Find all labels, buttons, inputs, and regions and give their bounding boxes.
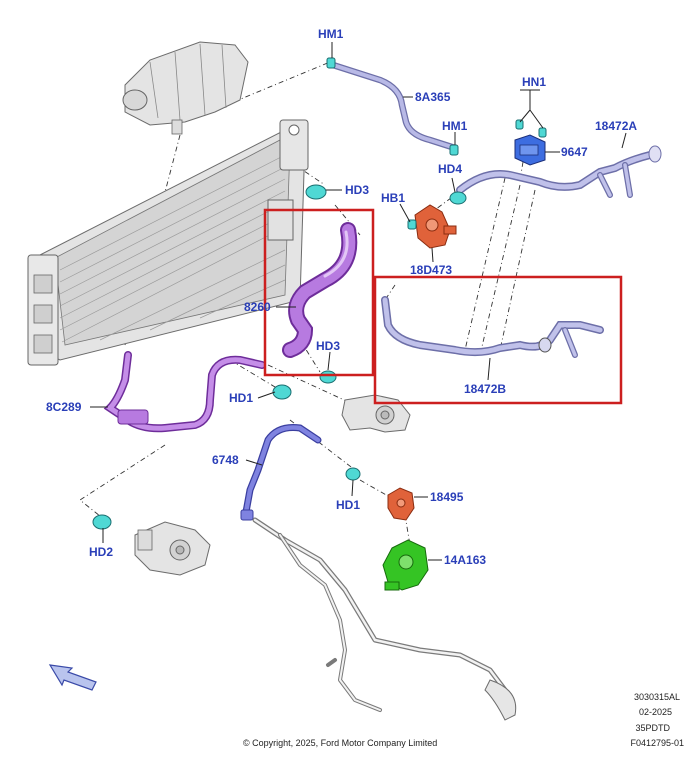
callout-hm1-mid: HM1: [442, 119, 468, 133]
callout-hd1-bottom: HD1: [336, 498, 360, 512]
hose-8c289: [103, 351, 266, 433]
callout-hd3-mid: HD3: [316, 339, 340, 353]
footer: © Copyright, 2025, Ford Motor Company Li…: [243, 692, 684, 748]
highlight-box-8260: [263, 208, 375, 377]
callout-hd4: HD4: [438, 162, 462, 176]
hose-8a365: [329, 61, 459, 152]
callout-14a163: 14A163: [444, 553, 486, 567]
lower-hose-assembly: [252, 517, 517, 721]
fitting-18d473: [414, 204, 457, 249]
callout-hd2: HD2: [89, 545, 113, 559]
callout-9647: 9647: [561, 145, 588, 159]
callout-18472b: 18472B: [464, 382, 506, 396]
expansion-tank: [122, 41, 249, 135]
fitting-18495: [387, 487, 415, 521]
drawing-code-line-2: 02-2025: [639, 707, 672, 717]
front-direction-arrow-icon: [48, 664, 97, 691]
callout-18495: 18495: [430, 490, 464, 504]
callout-6748: 6748: [212, 453, 239, 467]
hose-6748: [240, 424, 322, 521]
leader-lines: [90, 42, 627, 561]
callout-labels: HM1 8A365 HM1 HN1 9647 18472A HD4 HD3 HB…: [46, 27, 637, 567]
callout-18d473: 18D473: [410, 263, 452, 277]
hose-8260: [282, 222, 358, 358]
callout-8c289: 8C289: [46, 400, 82, 414]
valve-9647: [514, 134, 546, 166]
water-pump-housing: [134, 521, 211, 576]
pump-14a163: [382, 539, 429, 591]
hose-18472a: [456, 145, 662, 198]
hose-18472b: [381, 296, 604, 358]
clamps: [92, 57, 547, 530]
callout-hm1-top: HM1: [318, 27, 344, 41]
callout-hb1: HB1: [381, 191, 405, 205]
callout-8a365: 8A365: [415, 90, 451, 104]
callout-8260: 8260: [244, 300, 271, 314]
callout-hn1: HN1: [522, 75, 546, 89]
radiator: [27, 119, 309, 366]
callout-hd1-left: HD1: [229, 391, 253, 405]
callout-18472a: 18472A: [595, 119, 637, 133]
highlight-box-18472b: [373, 275, 623, 405]
callout-hd3-top: HD3: [345, 183, 369, 197]
copyright-notice: © Copyright, 2025, Ford Motor Company Li…: [243, 738, 437, 748]
drawing-code-line-3: 35PDTD: [635, 723, 670, 733]
drawing-code-line-4: F0412795-01: [630, 738, 684, 748]
drawing-code-line-1: 3030315AL: [634, 692, 680, 702]
